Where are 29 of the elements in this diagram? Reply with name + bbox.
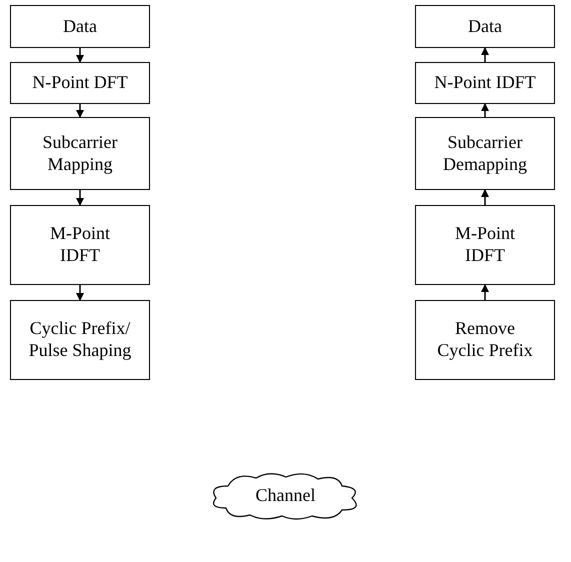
arrow	[481, 103, 489, 117]
node-label: Remove Cyclic Prefix	[436, 318, 534, 362]
node-label: N-Point DFT	[32, 72, 128, 94]
node-label: M-Point IDFT	[454, 223, 516, 267]
process-box	[10, 62, 150, 104]
arrow	[76, 104, 84, 118]
arrow	[481, 189, 489, 205]
process-box	[415, 5, 555, 48]
node-label: Channel	[256, 485, 316, 507]
process-box	[415, 300, 555, 380]
process-box	[415, 117, 555, 190]
node-label: Subcarrier Demapping	[442, 132, 528, 176]
node-label: Subcarrier Mapping	[42, 132, 118, 176]
node-label: Cyclic Prefix/ Pulse Shaping	[28, 318, 132, 362]
arrow	[76, 285, 84, 301]
process-box	[10, 205, 150, 285]
arrow	[76, 48, 84, 63]
process-box	[10, 300, 150, 380]
process-box	[10, 117, 150, 190]
process-box	[10, 5, 150, 48]
arrow	[481, 47, 489, 62]
node-label: Data	[63, 16, 97, 38]
arrow	[76, 190, 84, 206]
node-label: M-Point IDFT	[48, 223, 111, 267]
arrow	[481, 284, 489, 300]
node-label: N-Point IDFT	[434, 72, 536, 94]
node-label: Data	[468, 16, 502, 38]
process-box	[415, 205, 555, 285]
process-box	[415, 62, 555, 104]
